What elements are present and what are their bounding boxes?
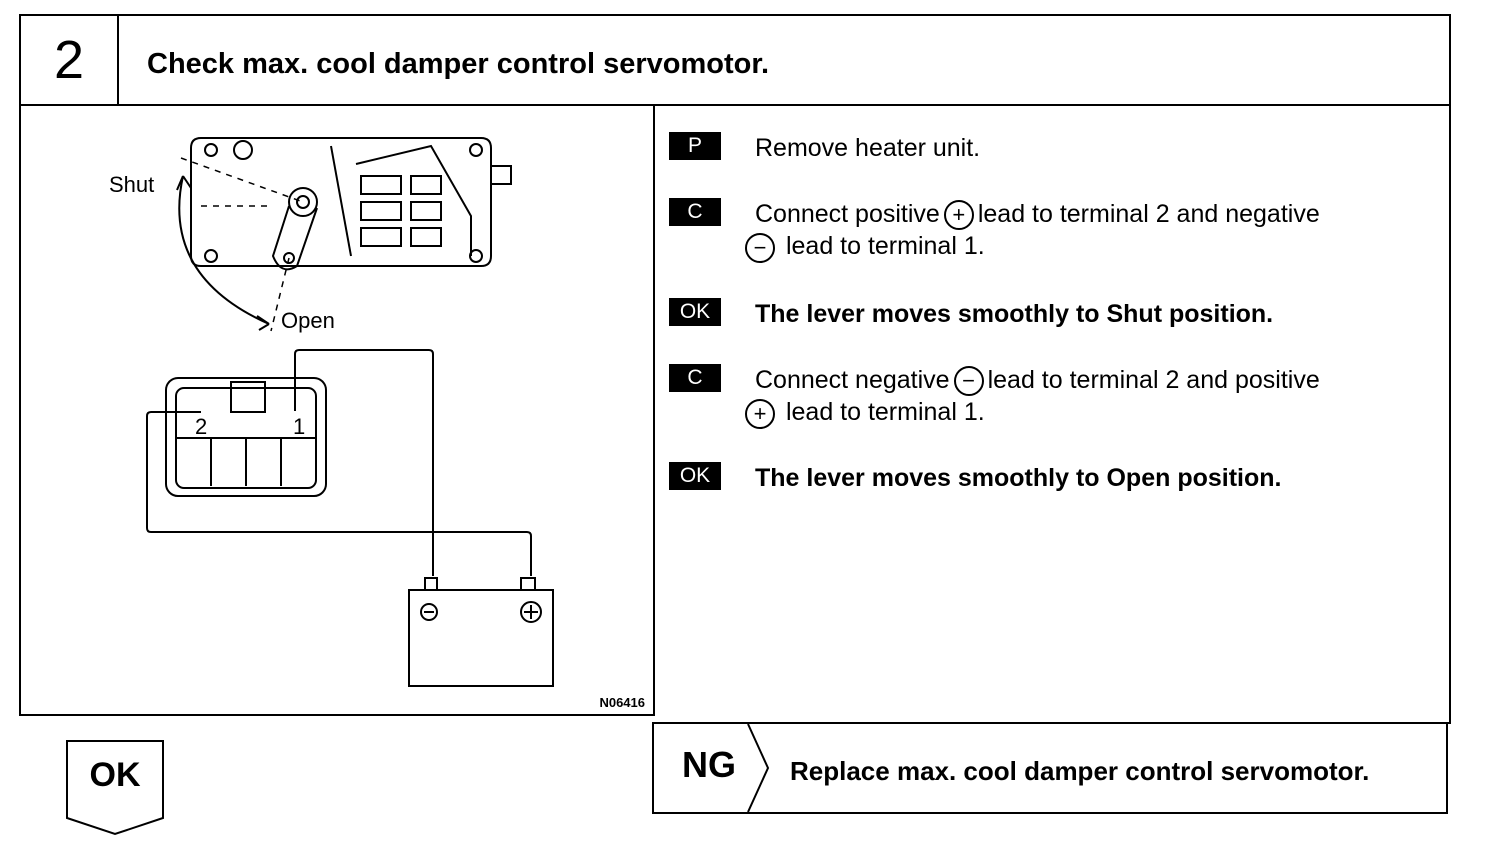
label-shut: Shut xyxy=(109,172,154,197)
terminal-2-label: 2 xyxy=(195,414,207,439)
battery xyxy=(408,589,554,687)
instruction-panel: P Remove heater unit. C Connect positive… xyxy=(653,104,1451,724)
ok-badge: OK xyxy=(669,298,721,326)
step-text: lead to terminal 1. xyxy=(785,398,985,427)
ng-label: NG xyxy=(682,744,736,785)
servomotor-diagram: Shut Open 2 1 xyxy=(109,137,554,687)
ok-badge: OK xyxy=(669,462,721,490)
figure-code: N06416 xyxy=(599,695,645,710)
minus-icon: − xyxy=(745,232,775,263)
step-text: lead to terminal 2 and positive xyxy=(987,366,1320,394)
step-badge: P xyxy=(669,132,721,160)
ok-flag xyxy=(66,740,164,836)
step-header: 2 Check max. cool damper control servomo… xyxy=(19,14,1451,106)
step-text: Remove heater unit. xyxy=(755,134,981,162)
wire-1 xyxy=(294,349,434,576)
step-text: lead to terminal 1. xyxy=(785,232,985,261)
step-text: The lever moves smoothly to Shut positio… xyxy=(755,300,1274,328)
step-badge: C xyxy=(669,198,721,226)
step-number: 2 xyxy=(21,16,119,104)
servomotor-housing xyxy=(190,137,492,267)
ng-action-text: Replace max. cool damper control servomo… xyxy=(790,756,1370,786)
step-text: lead to terminal 2 and negative xyxy=(977,200,1320,228)
plus-icon: + xyxy=(943,200,974,231)
page-title: Check max. cool damper control servomoto… xyxy=(147,48,770,80)
step-text: Connect negative xyxy=(755,366,950,394)
ng-result-box: NG Replace max. cool damper control serv… xyxy=(652,722,1448,814)
label-open: Open xyxy=(281,308,335,333)
lever xyxy=(271,205,318,271)
ok-flag-label: OK xyxy=(89,756,141,794)
plus-icon: + xyxy=(745,398,775,429)
step-text: Connect positive xyxy=(755,200,940,228)
terminal-1-label: 1 xyxy=(293,414,305,439)
figure-panel: Shut Open 2 1 N06416 xyxy=(19,104,655,716)
step-badge: C xyxy=(669,364,721,392)
ng-arrow-divider xyxy=(747,724,770,812)
step-text: The lever moves smoothly to Open positio… xyxy=(755,464,1282,492)
wire-2 xyxy=(146,411,532,576)
minus-icon: − xyxy=(953,366,984,397)
